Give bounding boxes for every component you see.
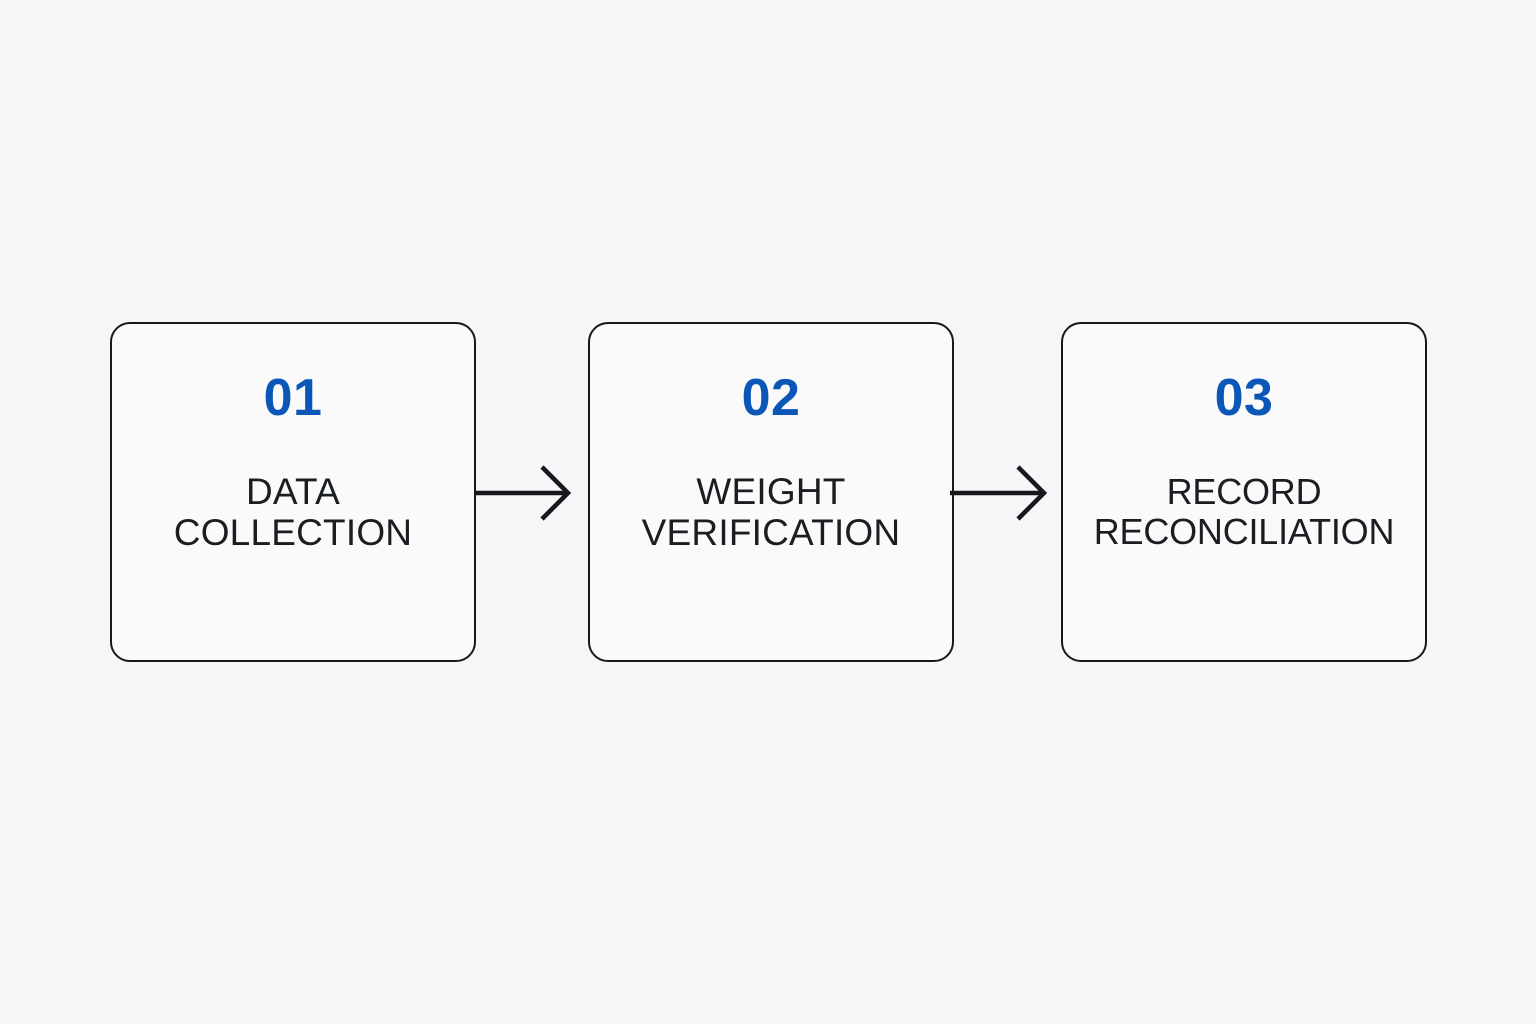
step-label-01: DATA COLLECTION [173,471,413,553]
step-number-01: 01 [263,369,323,427]
step-number-03: 03 [1214,369,1274,427]
process-step-box-03[interactable]: 03 RECORD RECONCILIATION [1061,322,1427,662]
process-step-box-01[interactable]: 01 DATA COLLECTION [110,322,476,662]
process-step-box-02[interactable]: 02 WEIGHT VERIFICATION [588,322,954,662]
connector-arrow-02-to-03 [950,465,1048,521]
connector-arrow-01-to-02 [474,465,572,521]
step-label-02: WEIGHT VERIFICATION [641,471,901,553]
step-number-02: 02 [741,369,801,427]
step-label-03: RECORD RECONCILIATION [1093,471,1395,552]
